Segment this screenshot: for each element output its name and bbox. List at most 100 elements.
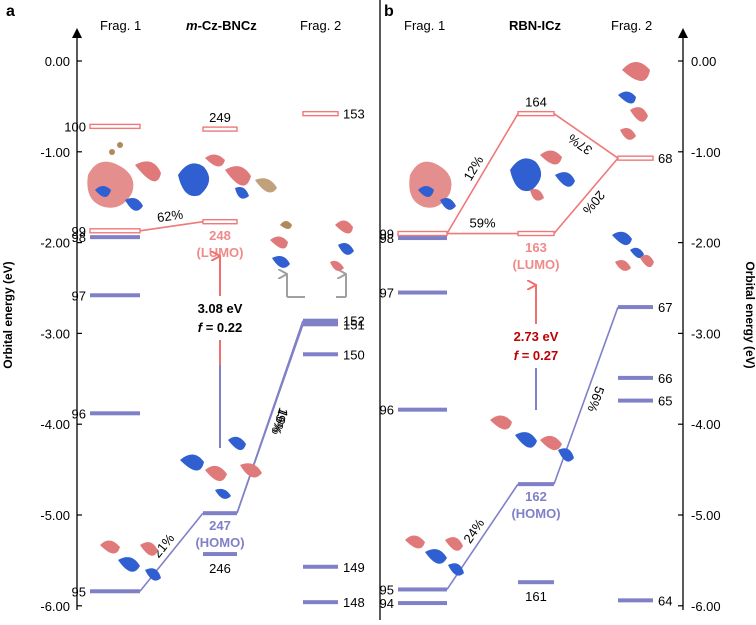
energy-level-unoccupied [617,155,654,161]
gap-energy: 3.08 eV [198,301,243,316]
orbital-index-label: 100 [64,119,86,134]
energy-level-unoccupied [89,123,141,130]
energy-level-occupied [303,318,338,323]
fragment-orbital-bracket [287,274,347,298]
panel-a: a Frag. 1 m-Cz-BNCz Frag. 2 Orbital ener… [1,3,365,610]
orbital-index-label: 65 [658,394,672,409]
panel-b: b Frag. 1 RBN-ICz Frag. 2 Orbital energy… [380,3,756,611]
contribution-percent: 59% [469,216,495,231]
energy-level-occupied [90,235,140,240]
panel-letter: b [384,3,394,20]
orbital-index-label: 164 [525,95,547,110]
orbital-isosurface-frag2-homo [612,231,654,271]
orbital-index-label: 97 [380,286,394,301]
orbital-index-label: 149 [343,560,365,575]
molecule-title: RBN-ICz [509,18,561,33]
contribution-line [139,512,204,592]
orbital-index-label: 67 [658,300,672,315]
homo-tag: (HOMO) [511,506,560,521]
f-value: = 0.27 [518,348,558,363]
energy-axis-left [72,28,82,610]
title-rest: -Cz-BNCz [198,18,258,33]
energy-level-occupied [303,322,338,327]
contribution-line [236,324,304,514]
tick-label: -3.00 [691,326,721,341]
tick-label: -1.00 [691,145,721,160]
lumo-index: 248 [209,228,231,243]
tick-label: 0.00 [45,54,70,69]
orbital-index-label: 161 [525,589,547,604]
energy-level-occupied [398,407,447,412]
energy-level-occupied [303,600,338,605]
tick-label: -6.00 [691,599,721,614]
contribution-line [139,220,204,232]
energy-level-occupied [398,290,447,295]
energy-level-unoccupied [517,230,555,237]
energy-level-occupied [203,552,237,557]
gap-energy: 2.73 eV [514,329,559,344]
orbital-index-label: 153 [343,107,365,122]
contribution-line [553,157,619,235]
tick-label: -2.00 [691,236,721,251]
f-symbol: f [198,320,204,335]
orbital-index-label: 66 [658,371,672,386]
tick-label: -4.00 [40,417,70,432]
energy-level-occupied [618,305,653,310]
energy-level-occupied [618,375,653,380]
energy-level-occupied [618,398,653,403]
lumo-tag: (LUMO) [513,257,560,272]
tick-label: 0.00 [691,54,716,69]
orbital-index-label: 68 [658,151,672,166]
orbital-isosurface-complex-lumo [510,150,575,201]
energy-level-occupied [90,293,140,298]
tick-label: -5.00 [691,508,721,523]
tick-label: -1.00 [40,145,70,160]
energy-level-unoccupied [517,110,555,117]
orbital-index-label: 97 [72,288,86,303]
energy-level-unoccupied [202,126,238,132]
orbital-isosurface-complex-homo [490,415,574,462]
contribution-percent: 62% [156,207,184,226]
orbital-isosurface-frag2-b [330,220,354,271]
energy-level-occupied [90,589,140,594]
orbital-index-label: 99 [380,227,394,242]
energy-level-occupied [398,601,447,606]
orbital-isosurface-frag1-homo [100,540,161,581]
contribution-lines: 62%21%19%16% [139,207,304,592]
energy-level-occupied [398,236,447,241]
orbital-isosurface-complex-homo [180,436,262,499]
contribution-percent: 12% [460,153,486,183]
frag2-header: Frag. 2 [300,18,341,33]
orbital-isosurface-frag1-lumo [87,142,161,211]
orbital-isosurface-frag1-homo [405,535,464,576]
orbital-isosurface-frag2-lumo [618,62,650,140]
f-value: = 0.22 [202,320,242,335]
orbital-index-label: 99 [72,224,86,239]
tick-label: -4.00 [691,417,721,432]
contribution-percent: 24% [460,516,487,546]
frag2-header: Frag. 2 [611,18,652,33]
energy-level-occupied [203,511,237,516]
tick-label: -6.00 [40,599,70,614]
panel-letter: a [6,3,15,20]
tick-label: -3.00 [40,326,70,341]
orbital-index-label: 246 [209,561,231,576]
orbital-isosurface-complex-lumo [178,154,277,199]
energy-level-unoccupied [397,230,448,237]
energy-level-occupied [303,352,338,357]
tick-label: -2.00 [40,236,70,251]
title-italic-prefix: m [186,18,198,33]
lumo-index: 163 [525,240,547,255]
homo-tag: (HOMO) [195,535,244,550]
f-symbol: f [514,348,520,363]
axis-label: Orbital energy (eV) [1,261,15,368]
energy-level-occupied [518,580,554,585]
orbital-index-label: 95 [72,584,86,599]
energy-level-unoccupied [89,228,141,234]
orbital-index-label: 96 [72,406,86,421]
energy-level-occupied [90,411,140,416]
orbital-index-label: 96 [380,403,394,418]
energy-axis-right [678,28,688,610]
oscillator-strength: f = 0.22 [198,320,242,335]
